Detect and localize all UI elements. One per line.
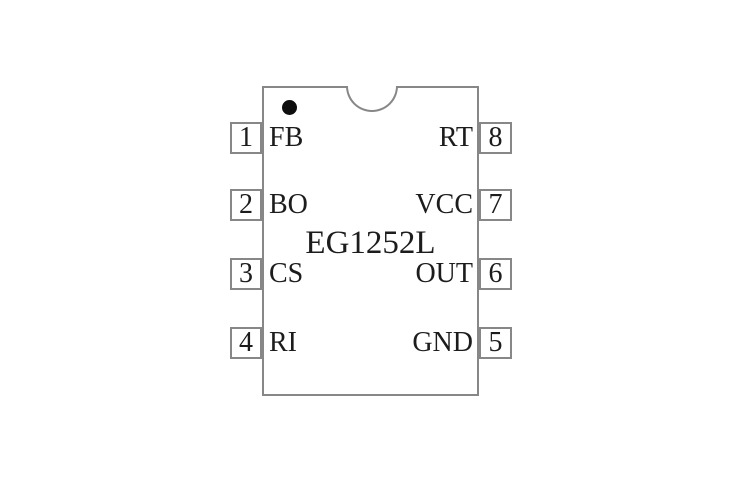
chip-title: EG1252L [305, 225, 436, 261]
pin-number-box: 1 [230, 122, 262, 154]
pin-name-label: FB [269, 122, 304, 153]
pin1-indicator-icon [282, 100, 297, 115]
package-notch-icon [346, 86, 398, 112]
pin-name-label: VCC [415, 189, 473, 220]
pin-name-label: OUT [415, 258, 473, 289]
pin-name-label: RI [269, 327, 297, 358]
pin-name-label: GND [412, 327, 473, 358]
pin-number-box: 8 [479, 122, 512, 154]
pin-name-label: RT [438, 122, 473, 153]
pin-number-box: 6 [479, 258, 512, 290]
pin-number-box: 3 [230, 258, 262, 290]
pin-number-box: 5 [479, 327, 512, 359]
chip-body: EG1252L [262, 86, 479, 396]
pin-number-box: 4 [230, 327, 262, 359]
pin-name-label: CS [269, 258, 304, 289]
pin-number-box: 2 [230, 189, 262, 221]
pin-name-label: BO [269, 189, 308, 220]
pin-number-box: 7 [479, 189, 512, 221]
